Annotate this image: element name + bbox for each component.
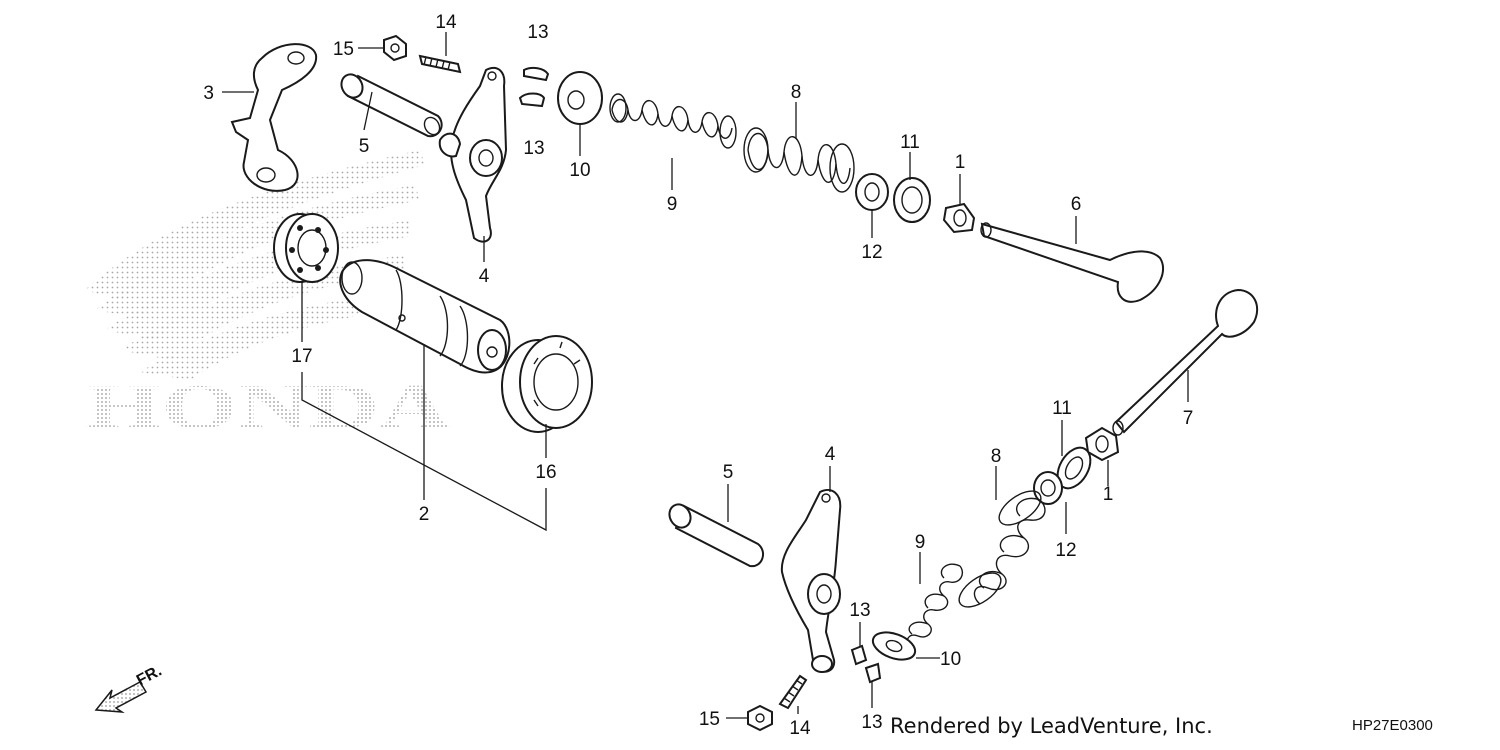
part-rocker-arm-4-bottom (780, 489, 842, 673)
callout-8-bottom: 8 (991, 446, 1002, 467)
part-guide-1-bottom (1084, 426, 1120, 462)
callout-15-top: 15 (333, 39, 354, 60)
part-outer-spring-8-bottom (958, 490, 1046, 608)
callout-1-top: 1 (955, 152, 966, 173)
callout-labels: 3 15 14 13 13 5 10 9 8 11 1 6 12 4 17 16… (203, 12, 1193, 739)
part-cotter-13-top (518, 66, 550, 108)
part-shaft-5 (340, 73, 443, 138)
callout-5-bottom: 5 (723, 462, 734, 483)
diagram-code: HP27E0300 (1352, 717, 1433, 734)
callout-10-top: 10 (569, 160, 590, 181)
callout-13-top-2: 13 (523, 138, 544, 159)
part-bearing-16 (501, 335, 593, 433)
callout-14-top: 14 (435, 12, 457, 33)
part-inner-spring-9 (609, 93, 737, 149)
honda-wing-watermark: HONDA (85, 150, 450, 442)
part-screw-14-bottom (778, 674, 808, 710)
callout-3: 3 (203, 83, 214, 104)
part-valve-6 (980, 222, 1165, 303)
part-bearing-17 (273, 213, 339, 283)
callout-8-top: 8 (791, 82, 802, 103)
part-valve-7 (1112, 288, 1259, 436)
part-nut-15-bottom (747, 704, 773, 732)
callout-4-bottom: 4 (825, 444, 836, 465)
part-cotter-13-bottom (850, 644, 882, 684)
callout-12-top: 12 (861, 242, 882, 263)
part-bracket-3 (230, 43, 318, 192)
honda-watermark-text: HONDA (85, 371, 450, 442)
part-retainer-10-bottom (871, 631, 917, 661)
callout-12-bottom: 12 (1055, 540, 1076, 561)
part-guide-1-top (942, 202, 976, 234)
part-outer-spring-8 (743, 127, 855, 193)
callout-17: 17 (291, 346, 312, 367)
leader-lines (222, 32, 1189, 719)
part-retainer-10 (557, 71, 603, 125)
callout-15-bottom: 15 (699, 709, 720, 730)
callout-6: 6 (1071, 194, 1082, 215)
callout-16: 16 (535, 462, 556, 483)
callout-13-bottom-1: 13 (849, 600, 870, 621)
callout-9-bottom: 9 (915, 532, 926, 553)
part-washer-11-bottom (1056, 446, 1092, 490)
callout-10-bottom: 10 (940, 649, 961, 670)
part-rocker-arm-4 (438, 67, 508, 243)
front-arrow-icon (94, 681, 148, 713)
part-inner-spring-9-bottom (906, 563, 964, 649)
part-camshaft-2 (339, 259, 511, 374)
callout-11-bottom: 11 (1052, 398, 1072, 419)
callout-13-bottom-2: 13 (861, 712, 882, 733)
part-washer-11-top (893, 177, 931, 223)
part-nut-15 (383, 34, 407, 62)
rendered-by-credit: Rendered by LeadVenture, Inc. (890, 714, 1213, 738)
callout-5-top: 5 (359, 136, 370, 157)
callout-1-bottom: 1 (1103, 484, 1114, 505)
callout-13-top-1: 13 (527, 22, 548, 43)
callout-14-bottom: 14 (789, 718, 811, 739)
callout-2: 2 (419, 504, 430, 525)
callout-7: 7 (1183, 408, 1194, 429)
front-direction-indicator: FR. (94, 662, 165, 713)
part-screw-14 (418, 54, 462, 74)
part-seal-12-top (855, 173, 889, 211)
callout-4-top: 4 (479, 266, 490, 287)
part-shaft-5-bottom (668, 503, 765, 568)
callout-11-top: 11 (900, 132, 920, 153)
callout-9-top: 9 (667, 194, 678, 215)
